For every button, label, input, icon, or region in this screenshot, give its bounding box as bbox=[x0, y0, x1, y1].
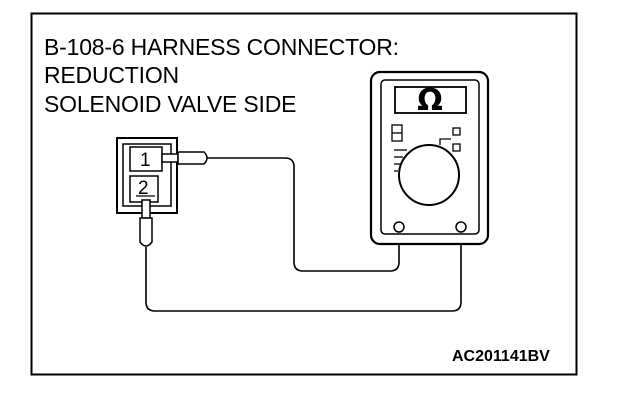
wire-pin2-to-meter bbox=[145, 231, 462, 312]
meter-display bbox=[394, 86, 467, 114]
ohmmeter: Ω bbox=[369, 70, 490, 246]
title-component: REDUCTION bbox=[44, 62, 179, 88]
pin-1-label: 1 bbox=[140, 150, 151, 171]
title-connector-id: B-108-6 HARNESS CONNECTOR: bbox=[44, 34, 399, 60]
title-side: SOLENOID VALVE SIDE bbox=[44, 91, 297, 117]
pin-2-label: 2 bbox=[138, 178, 149, 199]
mode-indicator-2 bbox=[452, 143, 461, 152]
ohm-symbol: Ω bbox=[417, 83, 443, 118]
mode-indicator-1 bbox=[452, 127, 461, 136]
test-probe-pin-2 bbox=[139, 199, 153, 247]
figure-id: AC201141BV bbox=[452, 348, 550, 365]
meter-terminal-right bbox=[455, 221, 467, 233]
range-selector-dial bbox=[398, 144, 460, 206]
figure-frame bbox=[30, 12, 578, 376]
wire-pin1-to-meter bbox=[207, 157, 400, 272]
test-probe-pin-1 bbox=[161, 151, 208, 165]
meter-terminal-left bbox=[393, 221, 405, 233]
